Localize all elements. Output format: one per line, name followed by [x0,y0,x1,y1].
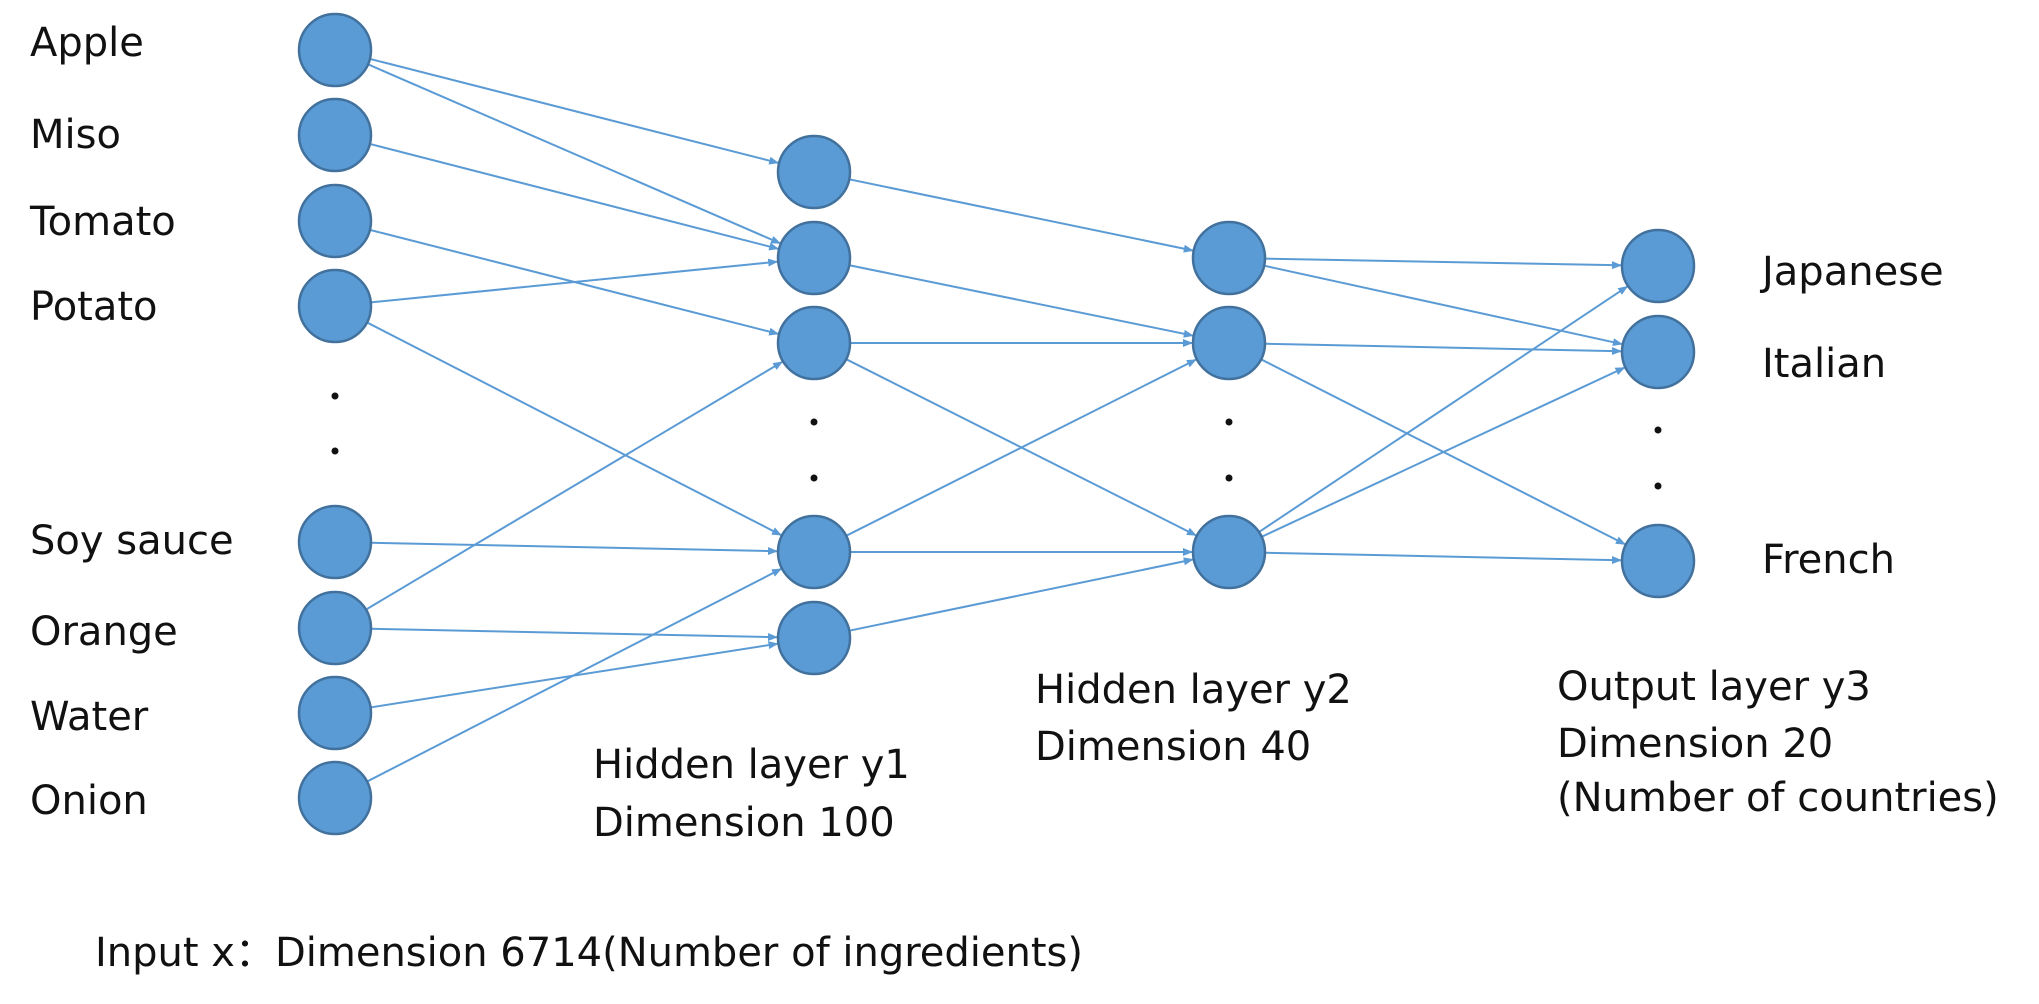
connection-arrow [370,258,779,304]
ellipsis-dot-input [331,447,339,455]
connection-arrow [369,57,780,165]
ellipsis-dots [331,392,1662,490]
connection-arrow [1261,366,1626,538]
ellipsis-dot-hidden-1 [810,474,818,482]
input-label-tomato: Tomato [29,199,176,245]
input-node [297,760,373,836]
output-layer-title: Output layer y3 [1557,664,1871,710]
input-label-onion: Onion [30,778,148,824]
input-label-apple: Apple [30,20,144,66]
input-node [297,675,373,751]
output-layer-dimension: Dimension 20 [1557,721,1833,767]
input-label-miso: Miso [30,112,121,158]
input-node [297,504,373,580]
hidden1-node [776,220,852,296]
hidden-layer-1-title: Hidden layer y1 [593,742,910,788]
connection-arrow [849,264,1194,338]
ellipsis-dot-hidden-2 [1225,474,1233,482]
input-label-orange: Orange [30,609,178,655]
connection-arrow [370,541,779,556]
connection-arrow [1258,285,1629,533]
ellipsis-dot-output [1654,426,1662,434]
ellipsis-dot-input [331,392,339,400]
connection-arrow [1263,264,1623,347]
network-nodes [297,12,1696,836]
output-node [1620,523,1696,599]
connection-arrow [1264,551,1623,565]
ellipsis-dot-hidden-1 [810,418,818,426]
output-label-italian: Italian [1762,341,1886,387]
hidden2-node [1191,220,1267,296]
input-node [297,590,373,666]
input-node [297,183,373,259]
output-node [1620,228,1696,304]
hidden1-node [776,514,852,590]
input-node [297,97,373,173]
ellipsis-dot-hidden-2 [1225,418,1233,426]
output-layer-note: (Number of countries) [1557,775,1999,821]
connection-arrow [367,63,781,245]
connection-arrow [370,627,779,642]
connection-arrow [849,557,1194,632]
output-node [1620,314,1696,390]
input-label-water: Water [30,694,149,740]
hidden2-node [1191,514,1267,590]
connection-edges [365,57,1629,783]
connection-arrow [849,178,1194,253]
connection-arrow [369,142,780,251]
connection-arrow [366,321,782,536]
input-label-soy-sauce: Soy sauce [30,518,234,564]
hidden-layer-2-dimension: Dimension 40 [1035,724,1311,770]
input-node [297,268,373,344]
connection-arrow [1264,342,1623,356]
hidden2-node [1191,305,1267,381]
output-label-french: French [1762,537,1895,583]
hidden-layer-2-title: Hidden layer y2 [1035,667,1352,713]
input-caption: Input x：Dimension 6714(Number of ingredi… [95,930,1083,976]
connection-arrow [1264,257,1623,270]
connection-arrow [366,568,782,783]
output-label-japanese: Japanese [1759,249,1944,295]
hidden1-node [776,134,852,210]
hidden-layer-1-dimension: Dimension 100 [593,800,895,846]
connection-arrow [845,358,1197,537]
input-node [297,12,373,88]
hidden1-node [776,600,852,676]
input-label-potato: Potato [30,284,158,330]
hidden1-node [776,305,852,381]
ellipsis-dot-output [1654,482,1662,490]
connection-arrow [365,361,784,611]
